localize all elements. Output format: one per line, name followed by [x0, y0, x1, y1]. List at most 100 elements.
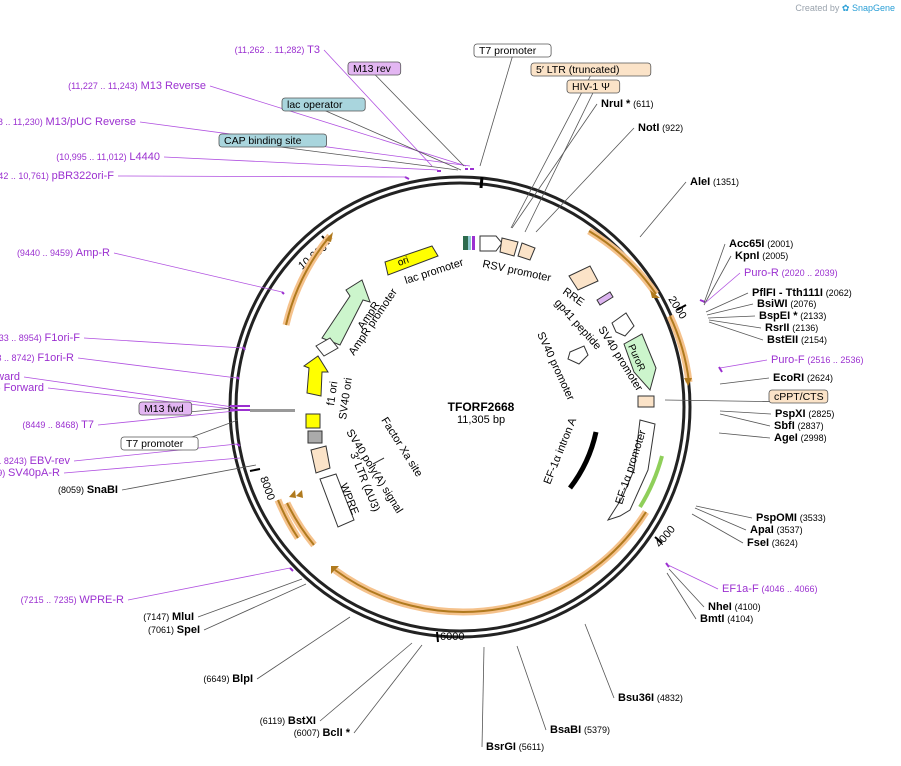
rsv-promoter-label: RSV promoter — [481, 258, 552, 284]
box-cap[interactable]: CAP binding site — [218, 133, 327, 148]
label-nhei[interactable]: NheI (4100) — [708, 601, 761, 613]
leader-nrui — [511, 103, 598, 229]
label-l4440[interactable]: (10,995 .. 11,012) L4440 — [56, 151, 160, 163]
box-ltr5[interactable]: 5′ LTR (truncated) — [530, 62, 652, 77]
label-mlui[interactable]: (7147) MluI — [143, 611, 194, 623]
label-purof[interactable]: Puro-F (2516 .. 2536) — [771, 354, 863, 366]
label-m13puc[interactable]: (11,208 .. 11,230) M13/pUC Reverse — [0, 116, 136, 128]
leader-bcli — [353, 644, 423, 734]
box-t7p[interactable]: T7 promoter — [473, 43, 552, 58]
label-m13reverse-position: (11,227 .. 11,243) — [68, 81, 138, 91]
leader-ef1af — [667, 564, 719, 590]
leader-pspomi — [695, 505, 753, 519]
label-pspomi[interactable]: PspOMI (3533) — [756, 512, 826, 524]
label-kpni[interactable]: KpnI (2005) — [735, 250, 788, 262]
label-alei[interactable]: AleI (1351) — [690, 176, 739, 188]
label-noti-position: (922) — [662, 123, 683, 133]
label-apai-name: ApaI — [750, 524, 774, 536]
label-blpi[interactable]: (6649) BlpI — [203, 673, 253, 685]
label-mlui-name: MluI — [172, 611, 194, 623]
label-ebv[interactable]: (8224 .. 8243) EBV-rev — [0, 455, 70, 467]
ef1a-promoter-green-arc — [638, 455, 664, 509]
box-m13rev[interactable]: M13 rev — [347, 61, 402, 76]
label-m13f[interactable]: (8478 .. 8495) M13 Forward — [0, 382, 44, 394]
label-t3[interactable]: (11,262 .. 11,282) T3 — [235, 44, 320, 56]
label-kpni-name: KpnI — [735, 250, 759, 262]
label-fsei[interactable]: FseI (3624) — [747, 537, 798, 549]
label-acc65i[interactable]: Acc65I (2001) — [729, 238, 793, 250]
label-puror[interactable]: Puro-R (2020 .. 2039) — [744, 267, 838, 279]
leader-bspei — [707, 315, 756, 319]
label-kpni-position: (2005) — [762, 251, 788, 261]
label-spei[interactable]: (7061) SpeI — [148, 624, 200, 636]
box-m13fwd[interactable]: M13 fwd — [138, 401, 193, 416]
label-apai[interactable]: ApaI (3537) — [750, 524, 803, 536]
leader-sv40pa — [63, 457, 241, 474]
label-rsrii-position: (2136) — [792, 323, 818, 333]
rsv-arrow — [479, 235, 503, 252]
label-sv40pa-position: (8170 .. 8189) — [0, 468, 5, 478]
label-m13reverse[interactable]: (11,227 .. 11,243) M13 Reverse — [68, 80, 206, 92]
label-bsrgi[interactable]: BsrGI (5611) — [486, 741, 544, 753]
leader-wprer — [127, 567, 291, 601]
credit-brand: SnapGene — [851, 3, 895, 13]
box-t7promL[interactable]: T7 promoter — [120, 436, 199, 451]
label-sv40pa[interactable]: (8170 .. 8189) SV40pA-R — [0, 467, 60, 479]
label-bsiwi[interactable]: BsiWI (2076) — [757, 298, 816, 310]
label-ecori-position: (2624) — [807, 373, 833, 383]
box-cppt[interactable]: cPPT/CTS — [768, 389, 829, 404]
label-f1orir[interactable]: (8723 .. 8742) F1ori-R — [0, 352, 74, 364]
label-nrui[interactable]: NruI * (611) — [601, 98, 653, 110]
sv40-promoter-arrow-b — [567, 345, 589, 365]
orf-arrowheads — [289, 232, 692, 574]
label-pspxi[interactable]: PspXI (2825) — [775, 408, 834, 420]
label-bcli[interactable]: (6007) BclI * — [294, 727, 351, 739]
lac-bar-2 — [468, 236, 471, 250]
box-lacop[interactable]: lac operator — [281, 97, 366, 112]
label-alei-position: (1351) — [713, 177, 739, 187]
mark-wpre — [289, 567, 294, 572]
leader-blpi — [256, 616, 351, 680]
leader-sbfi — [719, 413, 771, 427]
leader-mlui — [197, 578, 303, 618]
leader-lines — [23, 49, 799, 748]
label-ampr[interactable]: (9440 .. 9459) Amp-R — [17, 247, 110, 259]
leader-alei — [639, 181, 687, 238]
label-ecori[interactable]: EcoRI (2624) — [773, 372, 833, 384]
label-bspei-position: (2133) — [800, 311, 826, 321]
puror-arrow — [623, 333, 657, 392]
box-hiv[interactable]: HIV-1 Ψ — [566, 79, 621, 94]
label-m13reverse-name: M13 Reverse — [141, 80, 206, 92]
label-ef1af-name: EF1a-F — [722, 583, 759, 595]
label-nrui-position: (611) — [633, 99, 653, 109]
label-pbr-name: pBR322ori-F — [52, 170, 115, 182]
label-t7[interactable]: (8449 .. 8468) T7 — [22, 419, 94, 431]
label-bsiwi-name: BsiWI — [757, 298, 788, 310]
label-bsu36i[interactable]: Bsu36I (4832) — [618, 692, 683, 704]
label-ef1af[interactable]: EF1a-F (4046 .. 4066) — [722, 583, 818, 595]
label-pflfi[interactable]: PflFI - Tth111I (2062) — [752, 287, 852, 299]
label-pbr[interactable]: (10,742 .. 10,761) pBR322ori-F — [0, 170, 114, 182]
label-puror-position: (2020 .. 2039) — [782, 268, 838, 278]
label-bmti-position: (4104) — [727, 614, 753, 624]
label-bsabi[interactable]: BsaBI (5379) — [550, 724, 610, 736]
label-bspei[interactable]: BspEI * (2133) — [759, 310, 826, 322]
label-bstxi[interactable]: (6119) BstXI — [260, 715, 316, 727]
leader-l4440 — [163, 156, 439, 171]
label-t7-position: (8449 .. 8468) — [22, 420, 78, 430]
label-sbfi[interactable]: SbfI (2837) — [774, 420, 824, 432]
label-bsteii[interactable]: BstEII (2154) — [767, 334, 827, 346]
label-f1orif[interactable]: (8933 .. 8954) F1ori-F — [0, 332, 80, 344]
label-rsrii[interactable]: RsrII (2136) — [765, 322, 818, 334]
leader-pflfi — [705, 292, 749, 313]
label-agei[interactable]: AgeI (2998) — [774, 432, 827, 444]
label-snabi[interactable]: (8059) SnaBI — [58, 484, 118, 496]
label-m13pucf[interactable]: (8487 .. 8509) M13/pUC Forward — [0, 371, 20, 383]
label-pspomi-name: PspOMI — [756, 512, 797, 524]
cppt-box — [637, 395, 655, 408]
label-alei-name: AleI — [690, 176, 710, 188]
label-bmti[interactable]: BmtI (4104) — [700, 613, 753, 625]
label-noti[interactable]: NotI (922) — [638, 122, 683, 134]
lac-bar-3 — [472, 236, 475, 250]
label-wprer[interactable]: (7215 .. 7235) WPRE-R — [21, 594, 124, 606]
